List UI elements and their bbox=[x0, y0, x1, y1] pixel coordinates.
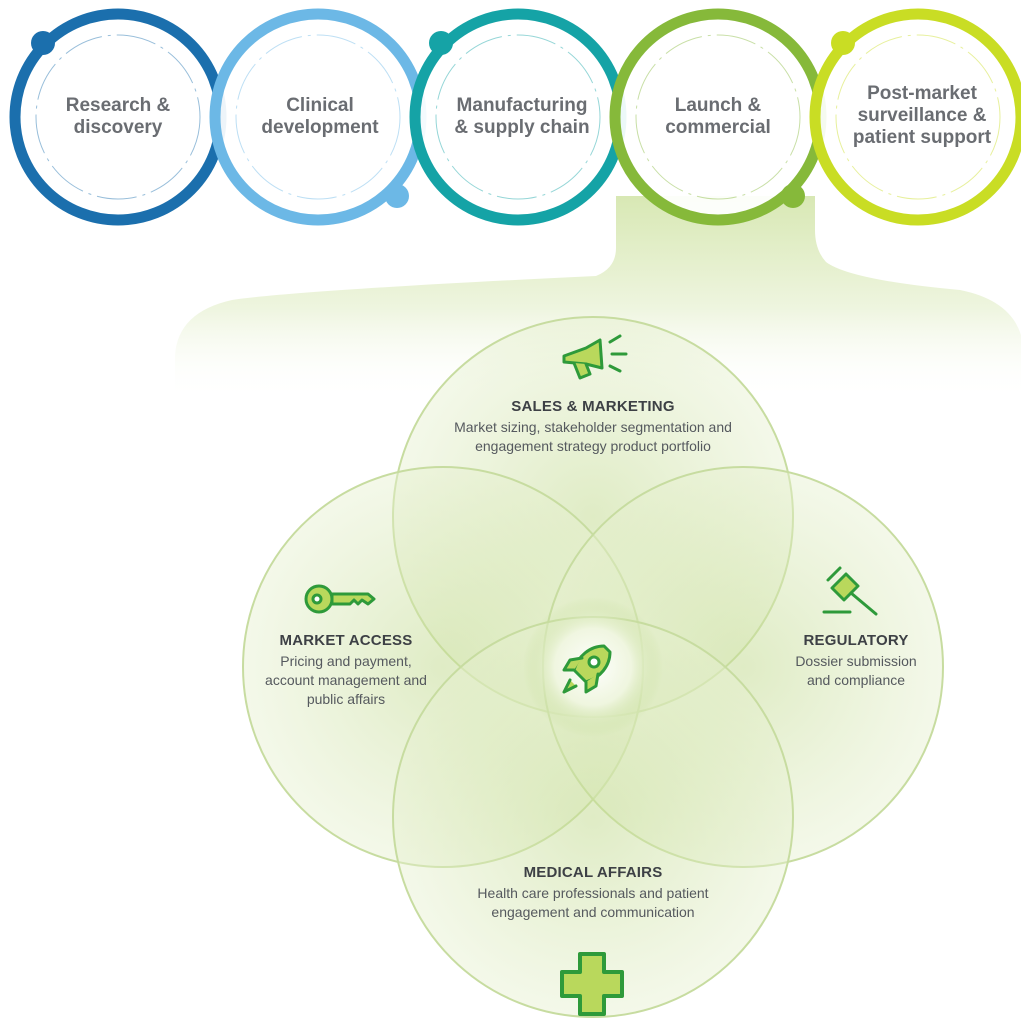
stage-ring-post-market bbox=[809, 8, 1021, 226]
launch-callout-shape bbox=[175, 196, 1021, 400]
stage-inner-ring-clinical bbox=[235, 34, 401, 200]
gavel-icon bbox=[822, 566, 878, 616]
stage-dot-post-market bbox=[831, 31, 855, 55]
regulatory-title: REGULATORY bbox=[803, 632, 909, 649]
medical-affairs-desc-line1: Health care professionals and patient bbox=[477, 885, 709, 901]
medical-affairs-segment: MEDICAL AFFAIRS Health care professional… bbox=[433, 864, 753, 922]
market-access-desc-line2: account management and bbox=[265, 672, 427, 688]
sales-marketing-desc-line1: Market sizing, stakeholder segmentation … bbox=[454, 419, 732, 435]
stage-dot-launch bbox=[781, 184, 805, 208]
stage-inner-ring-launch bbox=[635, 34, 801, 200]
stage-dot-research bbox=[31, 31, 55, 55]
stage-label-launch: Launch & commercial bbox=[665, 95, 771, 138]
regulatory-desc-line2: and compliance bbox=[806, 672, 906, 688]
stage-label-manufacturing: Manufacturing & supply chain bbox=[454, 95, 590, 138]
market-access-title: MARKET ACCESS bbox=[279, 632, 413, 649]
stage-inner-ring-manufacturing bbox=[435, 34, 601, 200]
market-access-desc-line1: Pricing and payment, bbox=[280, 653, 412, 669]
sales-marketing-title: SALES & MARKETING bbox=[511, 398, 675, 415]
market-access-desc-line3: public affairs bbox=[306, 691, 386, 707]
key-icon bbox=[304, 584, 376, 614]
stage-inner-ring-research bbox=[35, 34, 201, 200]
stage-label-research: Research & discovery bbox=[65, 95, 171, 138]
medical-cross-icon bbox=[560, 952, 624, 1016]
sales-marketing-desc-line2: engagement strategy product portfolio bbox=[475, 438, 711, 454]
stage-dot-clinical bbox=[385, 184, 409, 208]
stage-dot-manufacturing bbox=[429, 31, 453, 55]
stage-label-post-market: Post-market surveillance & patient suppo… bbox=[852, 83, 992, 148]
medical-affairs-desc-line2: engagement and communication bbox=[491, 904, 695, 920]
sales-marketing-segment: SALES & MARKETING Market sizing, stakeho… bbox=[413, 398, 773, 456]
rocket-icon bbox=[562, 644, 612, 694]
stage-inner-ring-post-market bbox=[835, 34, 1001, 200]
megaphone-icon bbox=[562, 334, 628, 380]
regulatory-segment: REGULATORY Dossier submission and compli… bbox=[776, 632, 936, 690]
regulatory-desc-line1: Dossier submission bbox=[795, 653, 917, 669]
venn-diagram bbox=[242, 316, 944, 1018]
market-access-segment: MARKET ACCESS Pricing and payment, accou… bbox=[248, 632, 444, 709]
stage-label-clinical: Clinical development bbox=[261, 95, 379, 138]
medical-affairs-title: MEDICAL AFFAIRS bbox=[523, 864, 663, 881]
